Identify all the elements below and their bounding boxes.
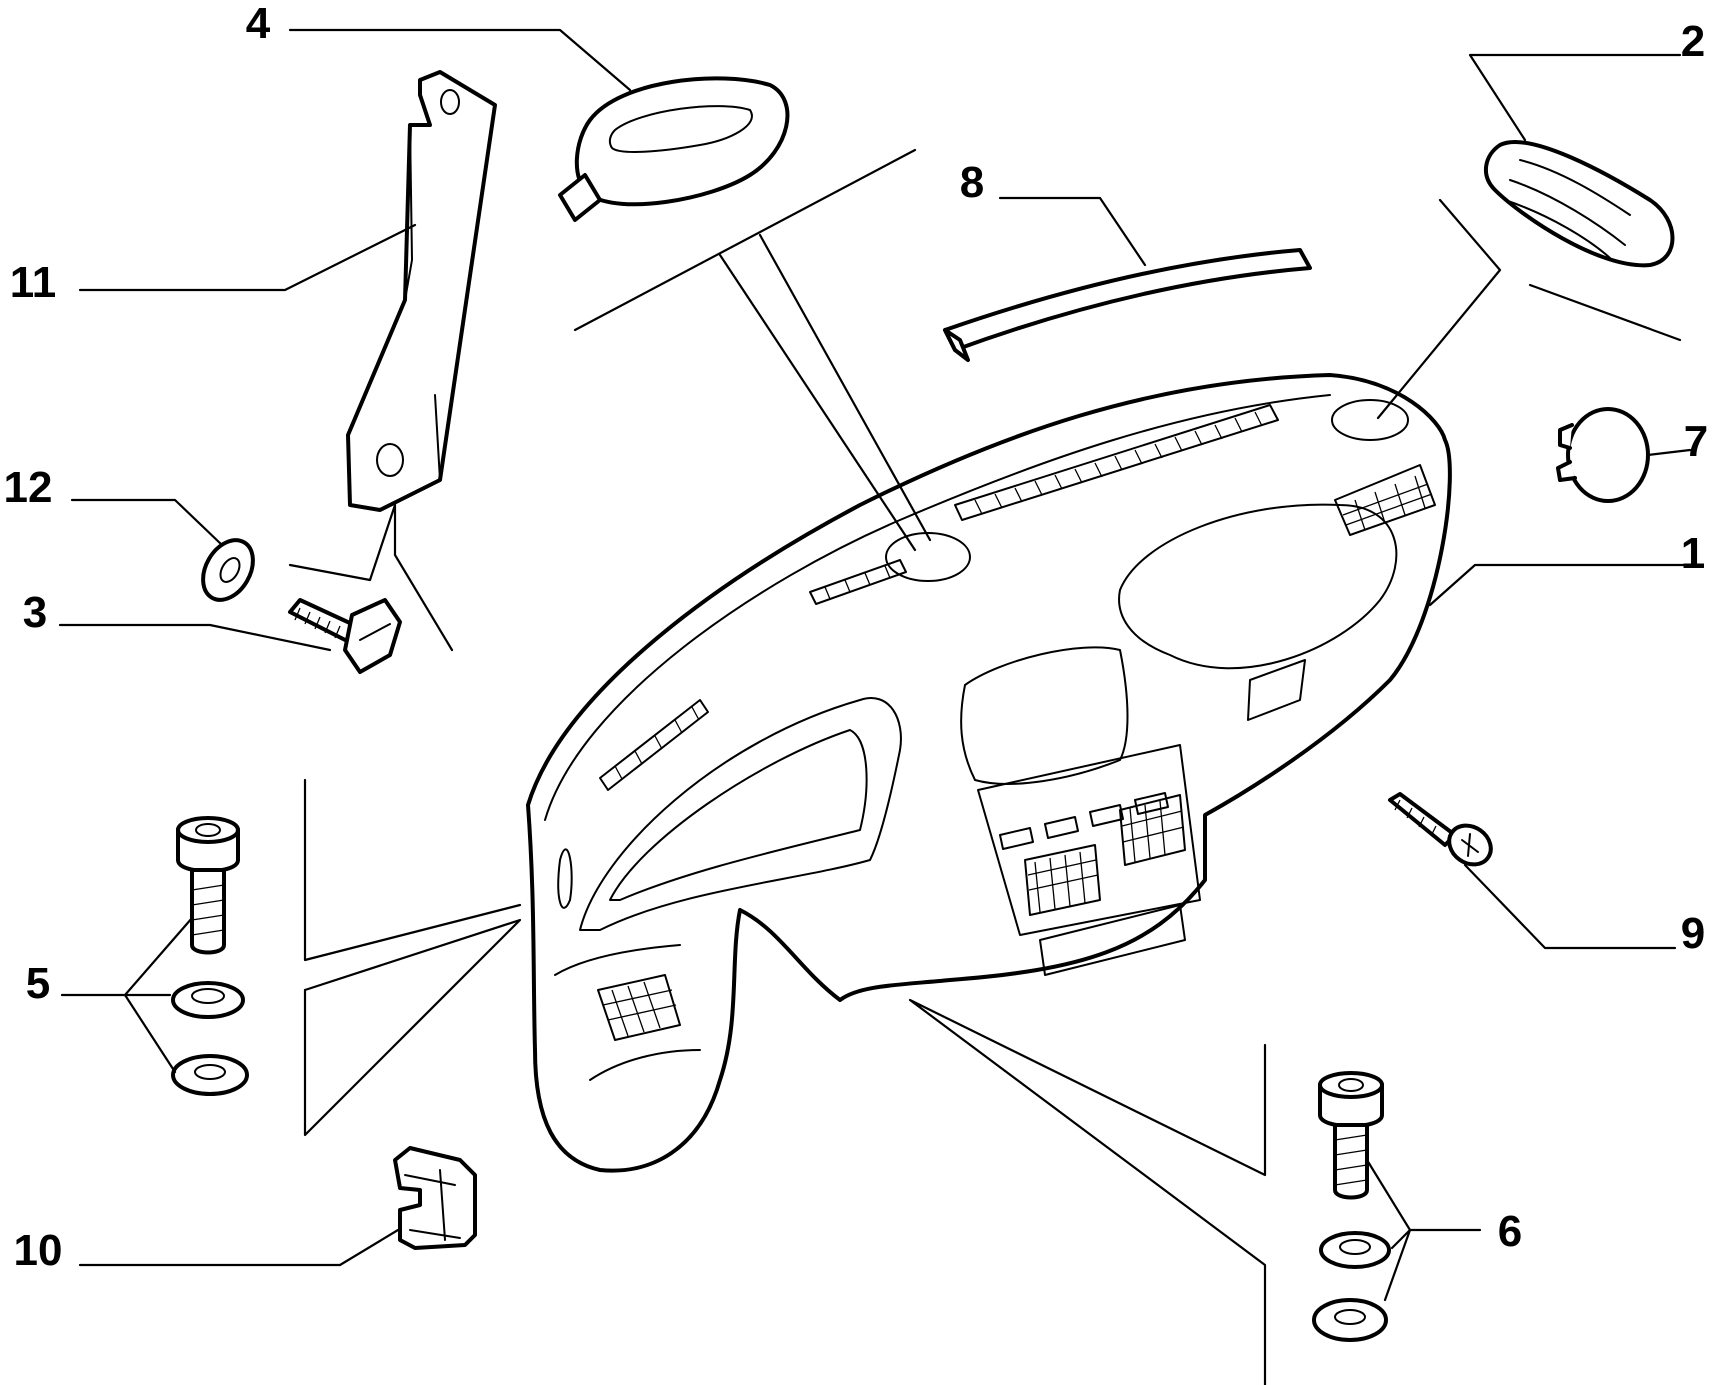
callout-1: 1 xyxy=(1681,529,1705,578)
callout-3: 3 xyxy=(23,588,47,637)
part-7-cap xyxy=(1556,407,1650,503)
callout-6: 6 xyxy=(1498,1207,1522,1256)
leader-lines xyxy=(58,28,1692,1385)
part-8-trim-strip xyxy=(943,248,1312,362)
callout-5: 5 xyxy=(26,959,50,1008)
callout-7: 7 xyxy=(1684,417,1708,466)
callout-11: 11 xyxy=(10,258,57,307)
callout-labels: 4 2 8 11 7 12 1 3 9 5 6 10 xyxy=(4,0,1709,1275)
part-3-bolt xyxy=(288,598,402,674)
part-12-washer xyxy=(201,538,255,602)
callout-9: 9 xyxy=(1681,909,1705,958)
part-5-bolt-and-washers xyxy=(171,816,249,1096)
callout-10: 10 xyxy=(14,1226,63,1275)
part-4-speaker-cover xyxy=(558,76,790,222)
callout-4: 4 xyxy=(246,0,271,48)
part-9-screw xyxy=(1388,792,1493,867)
part-10-clip xyxy=(393,1146,477,1250)
callout-8: 8 xyxy=(960,158,984,207)
part-11-bracket xyxy=(346,70,497,512)
callout-2: 2 xyxy=(1681,17,1705,66)
dashboard-panel xyxy=(526,373,1452,1173)
part-2-grille xyxy=(1484,140,1675,268)
part-6-bolt-and-washers xyxy=(1312,1071,1391,1342)
callout-12: 12 xyxy=(4,463,53,512)
